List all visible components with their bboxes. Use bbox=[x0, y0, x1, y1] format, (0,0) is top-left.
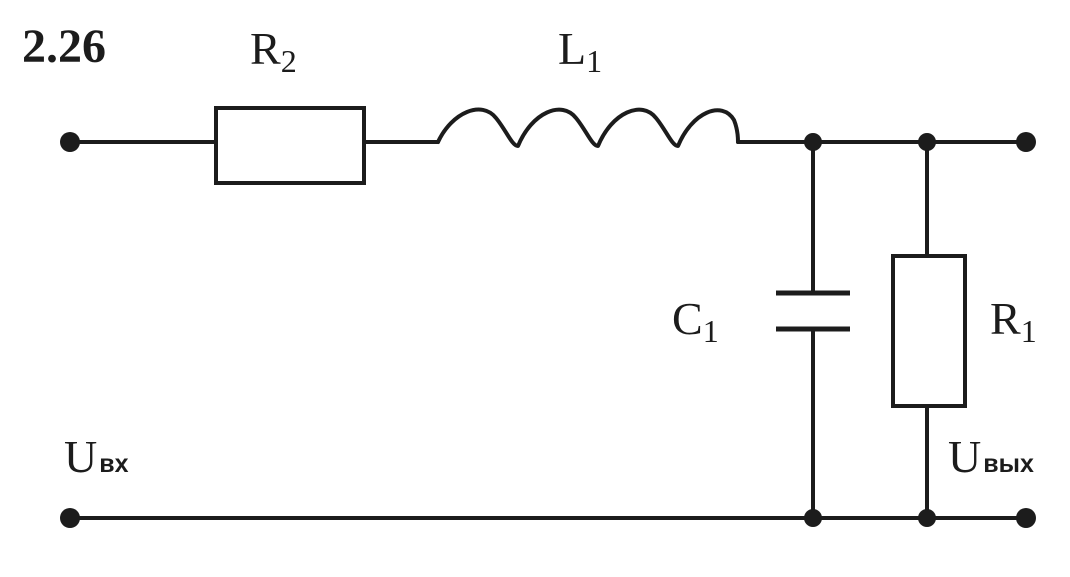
label-r1: R1 bbox=[990, 293, 1037, 349]
resistor-r2 bbox=[214, 106, 366, 185]
resistor-r1 bbox=[891, 254, 967, 408]
terminal-output-bottom bbox=[1016, 508, 1036, 528]
label-l1: L1 bbox=[558, 23, 602, 79]
label-c1: C1 bbox=[672, 293, 719, 349]
junction-c1-bottom bbox=[804, 509, 822, 527]
terminal-input-top bbox=[60, 132, 80, 152]
junction-r1-top bbox=[918, 133, 936, 151]
label-input-voltage: Uвх bbox=[64, 431, 129, 482]
label-r2: R2 bbox=[250, 23, 297, 79]
terminal-input-bottom bbox=[60, 508, 80, 528]
junction-c1-top bbox=[804, 133, 822, 151]
terminal-output-top bbox=[1016, 132, 1036, 152]
junction-r1-bottom bbox=[918, 509, 936, 527]
label-output-voltage: Uвых bbox=[948, 431, 1034, 482]
inductor-l1 bbox=[436, 107, 740, 148]
problem-number: 2.26 bbox=[22, 20, 106, 73]
